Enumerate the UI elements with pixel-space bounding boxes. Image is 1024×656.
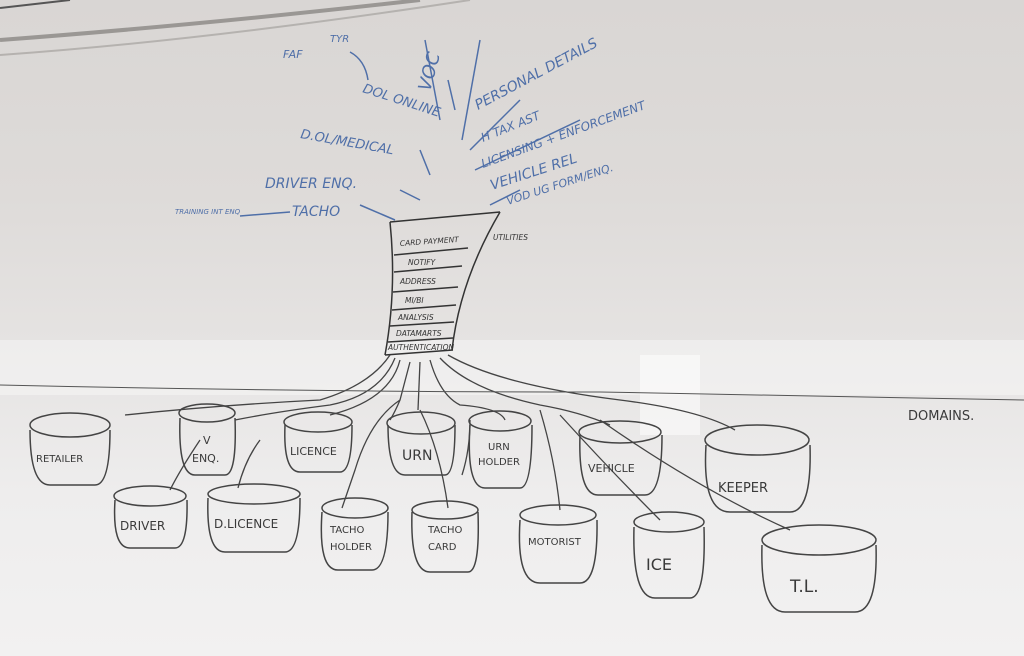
- domains-label: DOMAINS.: [908, 409, 974, 424]
- branch-training-int-enq: TRAINING INT ENQ: [175, 208, 241, 216]
- domain-v-enq-line1: V: [203, 434, 211, 447]
- branch-tacho: TACHO: [292, 204, 340, 220]
- trunk-item-3: MI/BI: [405, 296, 424, 305]
- domain-tacho-holder-line2: HOLDER: [330, 542, 372, 553]
- domain-ice: ICE: [646, 555, 672, 574]
- trunk-item-0: CARD PAYMENT: [400, 235, 461, 248]
- branch-voc: VOC: [415, 50, 446, 94]
- trunk-item-2: ADDRESS: [399, 277, 436, 286]
- domain-driver: DRIVER: [120, 519, 165, 533]
- trunk-side-note: UTILITIES: [493, 233, 528, 242]
- branch-tyr: TYR: [330, 34, 349, 45]
- domain-tacho-holder-line1: TACHO: [329, 525, 364, 536]
- branch-personal-details: PERSONAL DETAILS: [472, 35, 600, 113]
- branch-driver-enq: DRIVER ENQ.: [265, 176, 357, 192]
- branch-faf: FAF: [283, 48, 303, 61]
- trunk-item-5: DATAMARTS: [396, 329, 442, 338]
- branch-dol-medical: D.OL/MEDICAL: [299, 127, 395, 158]
- domain-urn-holder-line2: HOLDER: [478, 457, 520, 468]
- domain-urn-holder-line1: URN: [488, 442, 510, 453]
- trunk-item-4: ANALYSIS: [397, 313, 434, 322]
- domain-licence: LICENCE: [290, 445, 337, 458]
- domain-retailer: RETAILER: [36, 454, 83, 465]
- domain-v-enq-line2: ENQ.: [192, 452, 219, 465]
- domain-tl: T.L.: [789, 577, 819, 597]
- domain-tacho-card-line2: CARD: [428, 542, 457, 553]
- domain-keeper: KEEPER: [718, 481, 768, 496]
- domain-d-licence: D.LICENCE: [214, 517, 278, 531]
- domain-motorist: MOTORIST: [528, 537, 582, 548]
- trunk-item-6: AUTHENTICATION: [387, 343, 455, 352]
- domain-vehicle: VEHICLE: [588, 462, 635, 475]
- domain-tacho-card-line1: TACHO: [427, 525, 462, 536]
- trunk-item-1: NOTIFY: [408, 258, 437, 267]
- domain-urn: URN: [402, 448, 432, 464]
